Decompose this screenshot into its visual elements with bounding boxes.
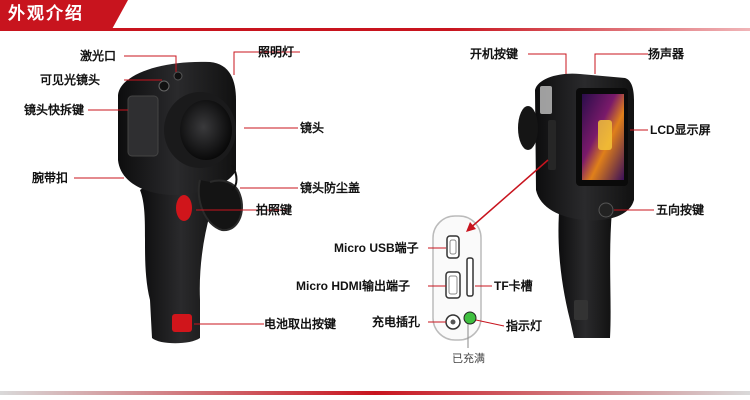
bottom-divider <box>0 391 750 395</box>
label-micro-hdmi: Micro HDMI输出端子 <box>296 278 410 293</box>
label-charge-port: 充电插孔 <box>372 314 420 329</box>
label-wrist-strap: 腕带扣 <box>31 170 68 185</box>
micro-hdmi-port <box>445 271 461 299</box>
right-battery-bottom <box>574 300 588 320</box>
left-visible-lens-dot <box>158 80 170 92</box>
left-lens-glass <box>180 100 232 160</box>
right-five-way-button <box>598 202 614 218</box>
label-speaker: 扬声器 <box>648 46 685 61</box>
label-illumination-light: 照明灯 <box>258 44 294 59</box>
right-lens-side <box>518 106 538 150</box>
right-lcd-screen <box>582 94 624 180</box>
tf-card-slot <box>466 257 474 297</box>
label-power-button: 开机按键 <box>470 46 518 61</box>
label-micro-usb: Micro USB端子 <box>334 240 419 255</box>
indicator-led <box>463 311 477 325</box>
left-handle <box>140 170 222 344</box>
label-shutter-button: 拍照键 <box>256 202 292 217</box>
charge-port <box>445 314 461 330</box>
left-battery-tab <box>172 314 192 332</box>
left-device <box>118 61 243 344</box>
micro-usb-port <box>446 235 460 259</box>
label-laser-port: 激光口 <box>80 48 116 63</box>
section-title: 外观介绍 <box>0 0 128 28</box>
right-side-label <box>540 86 552 114</box>
right-port-panel <box>548 120 556 170</box>
right-handle <box>558 200 612 338</box>
label-tf-slot: TF卡槽 <box>494 278 533 293</box>
right-body <box>535 73 634 221</box>
label-lens: 镜头 <box>300 120 324 135</box>
left-dust-cover <box>197 179 243 232</box>
leader-lines <box>74 51 654 327</box>
right-screen-bezel <box>576 88 628 186</box>
title-underline <box>0 28 750 31</box>
label-visible-lens: 可见光镜头 <box>40 72 100 87</box>
left-side-label <box>127 95 159 157</box>
right-device <box>518 73 634 338</box>
left-laser-dot <box>173 71 183 81</box>
label-five-way-button: 五向按键 <box>656 202 704 217</box>
left-body <box>118 61 236 195</box>
left-lens-barrel <box>164 92 236 168</box>
label-indicator-light: 指示灯 <box>506 318 542 333</box>
left-shutter-button <box>176 195 192 221</box>
detail-arrow <box>467 159 549 231</box>
label-lens-cover: 镜头防尘盖 <box>300 180 360 195</box>
port-detail-panel <box>432 215 482 341</box>
label-charged: 已充满 <box>452 351 485 365</box>
label-lens-release: 镜头快拆键 <box>24 102 84 117</box>
label-lcd-screen: LCD显示屏 <box>650 123 711 137</box>
label-battery-release: 电池取出按键 <box>264 316 336 331</box>
